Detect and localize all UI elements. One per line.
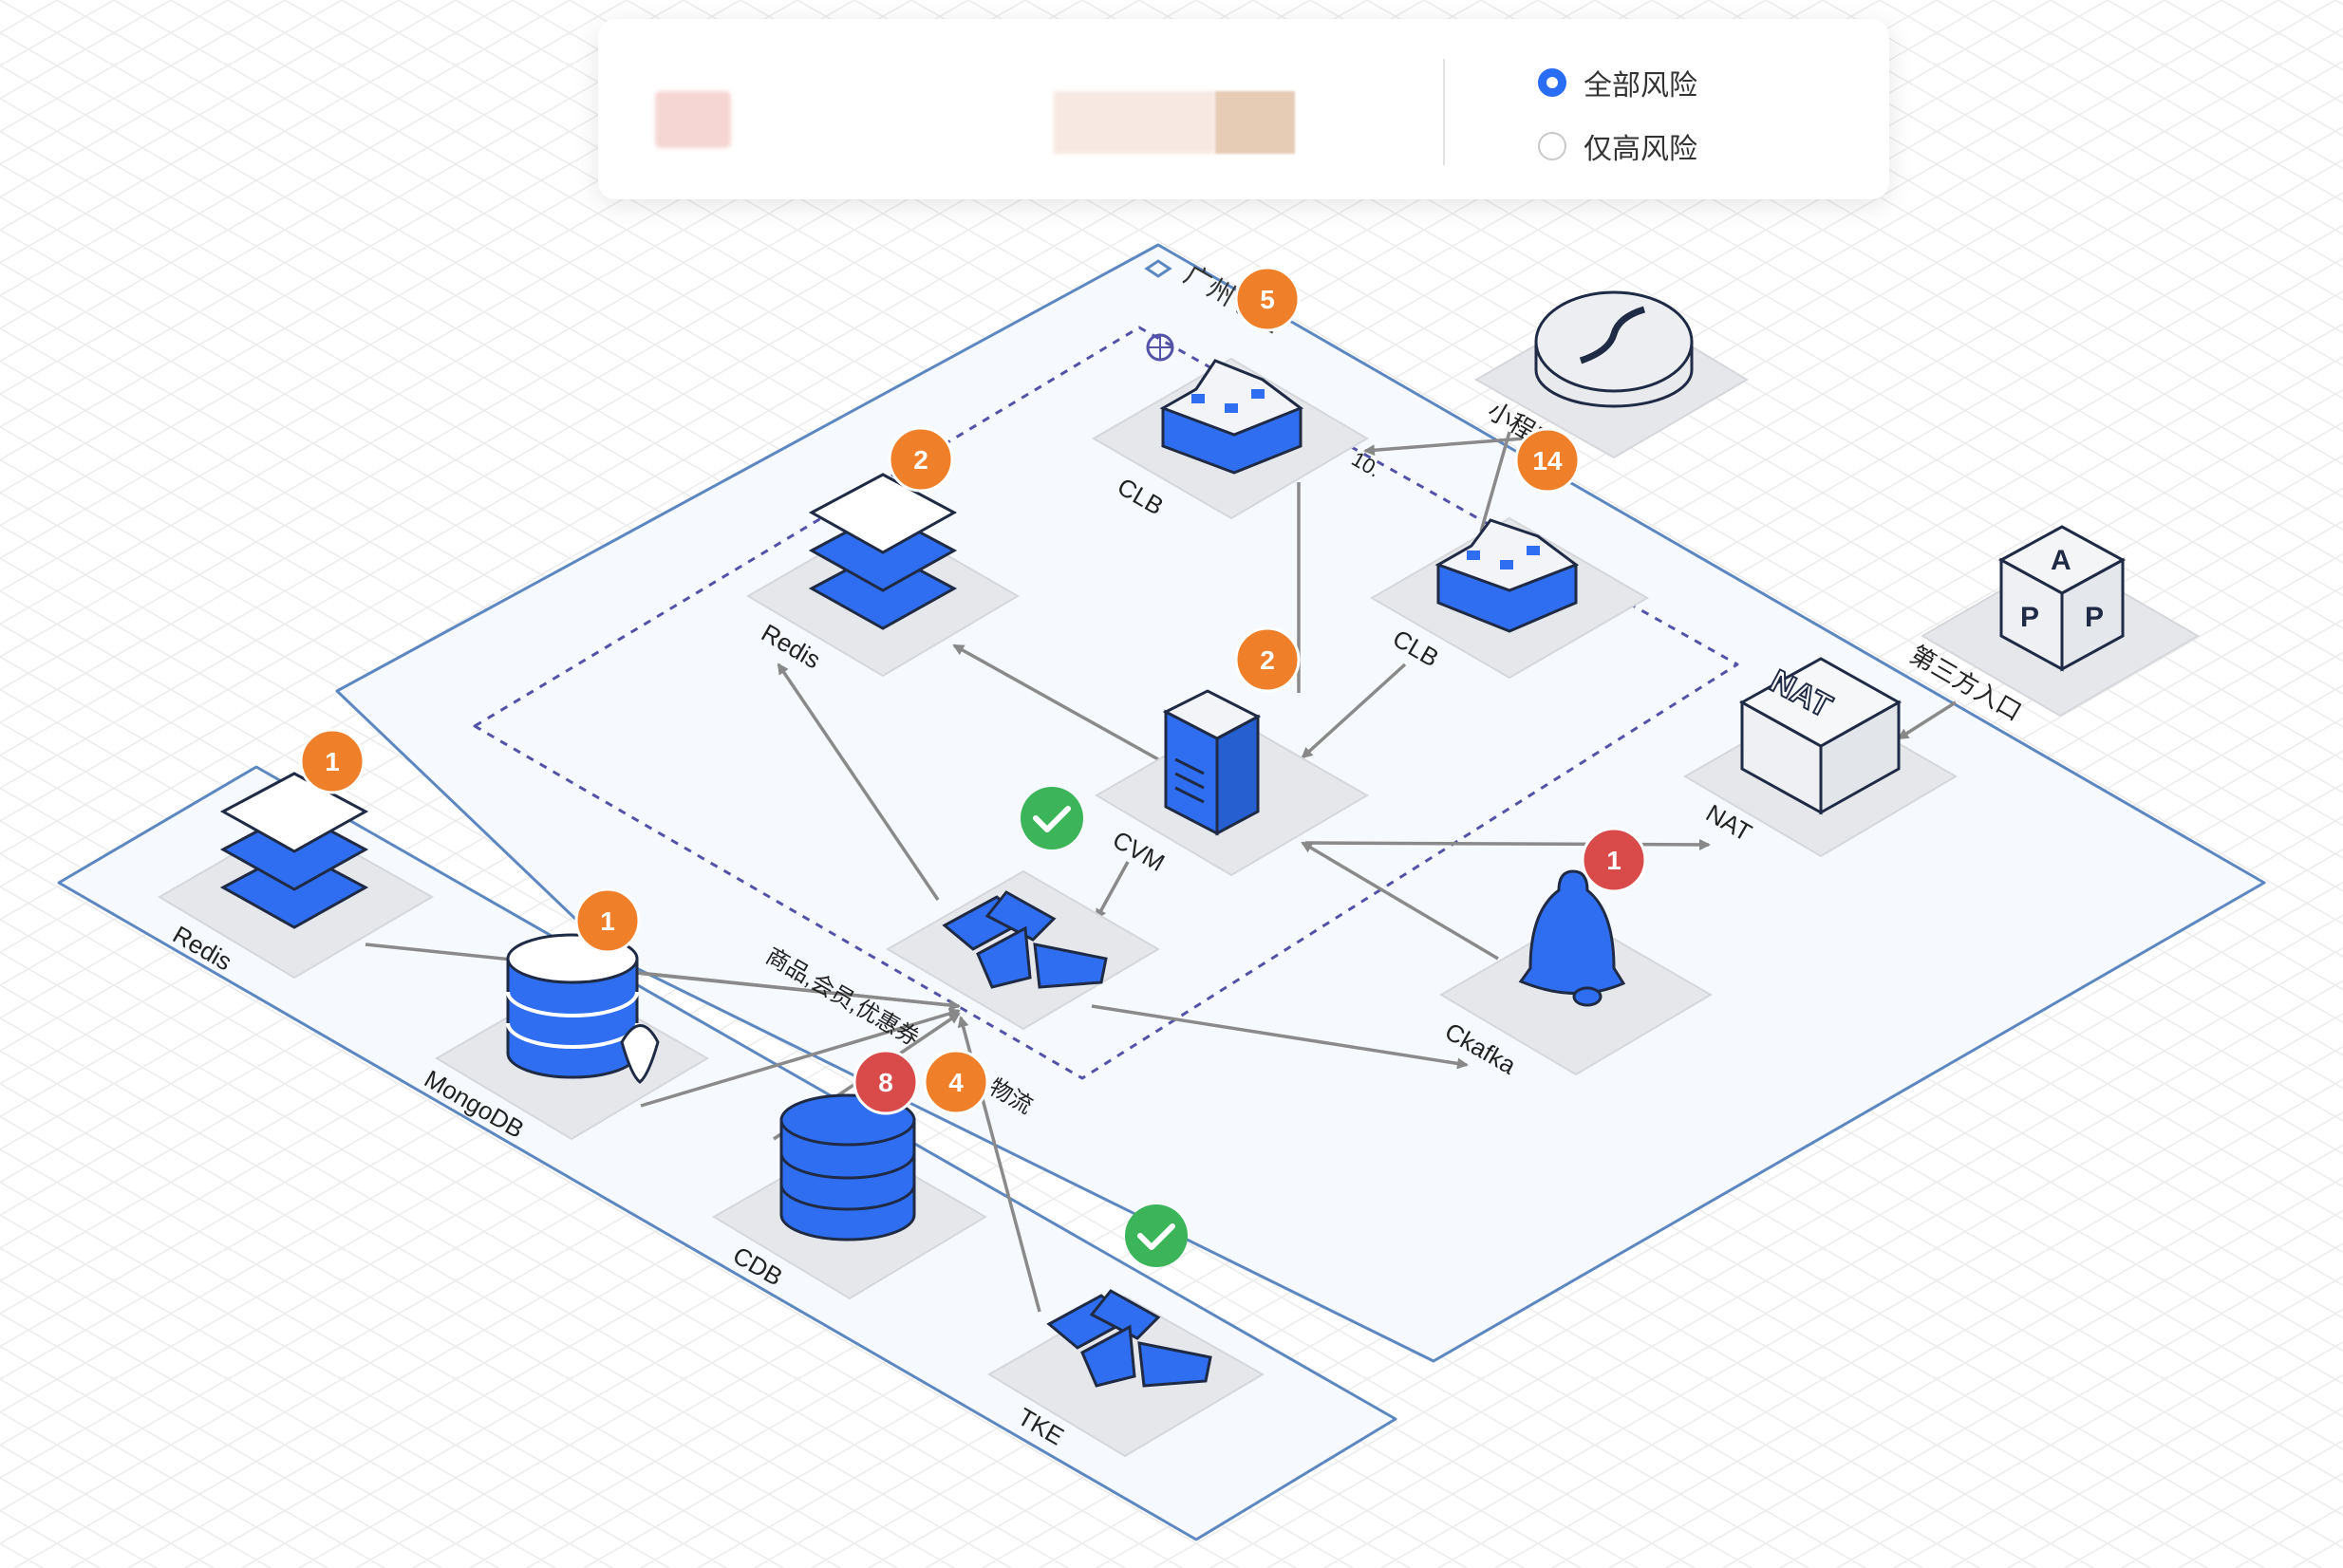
- blurred-content: [1054, 91, 1215, 154]
- ok-check-icon-cvm: [1021, 787, 1083, 849]
- risk-badge-edge-red[interactable]: 8: [853, 1049, 919, 1115]
- blurred-content: [655, 91, 731, 148]
- connections: [365, 431, 1957, 1313]
- clb-right-icon: [1434, 518, 1580, 633]
- cdb-database-icon: [779, 1093, 916, 1241]
- svg-text:8: 8: [878, 1068, 893, 1097]
- node-tke[interactable]: TKE: [987, 1289, 1265, 1458]
- svg-text:4: 4: [948, 1068, 964, 1097]
- risk-badge-ckafka[interactable]: 1: [1581, 827, 1647, 893]
- radio-all-risk[interactable]: 全部风险: [1538, 62, 1697, 103]
- cvm-server-icon: [1162, 689, 1262, 836]
- edge-clbright-cvm: [1301, 663, 1407, 759]
- tke-center-icon: [942, 890, 1108, 989]
- svg-text:P: P: [2020, 602, 2039, 633]
- miniprogram-logo-icon: [1579, 306, 1646, 364]
- risk-badge-redis-main[interactable]: 2: [888, 426, 954, 493]
- edge-tke-redis: [777, 663, 940, 901]
- radio-all-risk-indicator[interactable]: [1538, 68, 1566, 97]
- node-redis-side[interactable]: Redis: [158, 772, 435, 980]
- risk-filter-card: 全部风险 仅高风险: [598, 19, 1889, 199]
- mongodb-icon: [506, 933, 660, 1084]
- radio-high-risk[interactable]: 仅高风险: [1538, 125, 1697, 167]
- node-clb-right[interactable]: CLB: [1370, 516, 1649, 680]
- risk-badge-edge-orange[interactable]: 4: [923, 1049, 989, 1115]
- clb-top-icon: [1159, 359, 1304, 475]
- blurred-content: [1215, 91, 1295, 154]
- radio-high-risk-label: 仅高风险: [1584, 134, 1697, 165]
- svg-text:2: 2: [1260, 645, 1275, 675]
- vpc-icon: [1146, 333, 1174, 362]
- svg-text:14: 14: [1532, 446, 1563, 476]
- edge-cvm-nat: [1304, 838, 1711, 850]
- ok-check-icon-tke: [1125, 1204, 1188, 1267]
- risk-badge-mongodb[interactable]: 1: [574, 887, 641, 954]
- risk-badge-region[interactable]: 5: [1234, 266, 1301, 332]
- node-cvm[interactable]: CVM: [1095, 689, 1369, 877]
- radio-high-risk-indicator[interactable]: [1538, 132, 1566, 160]
- edge-mini-clbright: [1479, 431, 1511, 532]
- edge-ckafka-cvm: [1301, 841, 1499, 961]
- bell-icon: [1518, 869, 1626, 1007]
- svg-text:A: A: [2051, 545, 2071, 576]
- edge-third-nat: [1897, 700, 1957, 740]
- node-tke-center[interactable]: [886, 869, 1160, 1031]
- svg-text:P: P: [2085, 602, 2104, 633]
- nat-gateway-icon: NAT: [1738, 657, 1903, 815]
- svg-text:5: 5: [1260, 285, 1275, 314]
- edge-mongo-tke: [635, 971, 961, 1011]
- region-icon: [1144, 259, 1172, 278]
- edge-mongo2-tke: [640, 1008, 961, 1108]
- edge-tke-ckafka: [1091, 1004, 1469, 1070]
- svg-text:1: 1: [600, 906, 615, 936]
- node-nat[interactable]: NAT NAT: [1683, 657, 1958, 858]
- redis-side-icon: [219, 772, 369, 929]
- node-redis-main[interactable]: Redis: [746, 473, 1020, 678]
- risk-badge-edge-top[interactable]: 14: [1514, 427, 1581, 494]
- node-miniprogram[interactable]: 小程序: [1473, 290, 1749, 459]
- filter-divider: [1443, 59, 1445, 165]
- tke-icon: [1046, 1289, 1212, 1388]
- svg-text:1: 1: [1606, 846, 1621, 875]
- app-cube-icon: A P P: [1997, 525, 2127, 672]
- risk-badge-redis-side[interactable]: 1: [299, 728, 366, 794]
- svg-text:2: 2: [913, 445, 928, 475]
- edge-cvm-tke: [1095, 861, 1130, 921]
- node-ckafka[interactable]: Ckafka: [1439, 869, 1713, 1080]
- radio-all-risk-label: 全部风险: [1584, 70, 1697, 102]
- edge-cvm-redis: [952, 644, 1159, 761]
- redis-main-icon: [808, 473, 958, 630]
- risk-badge-cvm[interactable]: 2: [1234, 626, 1301, 693]
- edge-mini-clb: [1363, 437, 1525, 457]
- node-clb-top[interactable]: CLB: [1092, 357, 1369, 520]
- svg-text:1: 1: [325, 747, 340, 776]
